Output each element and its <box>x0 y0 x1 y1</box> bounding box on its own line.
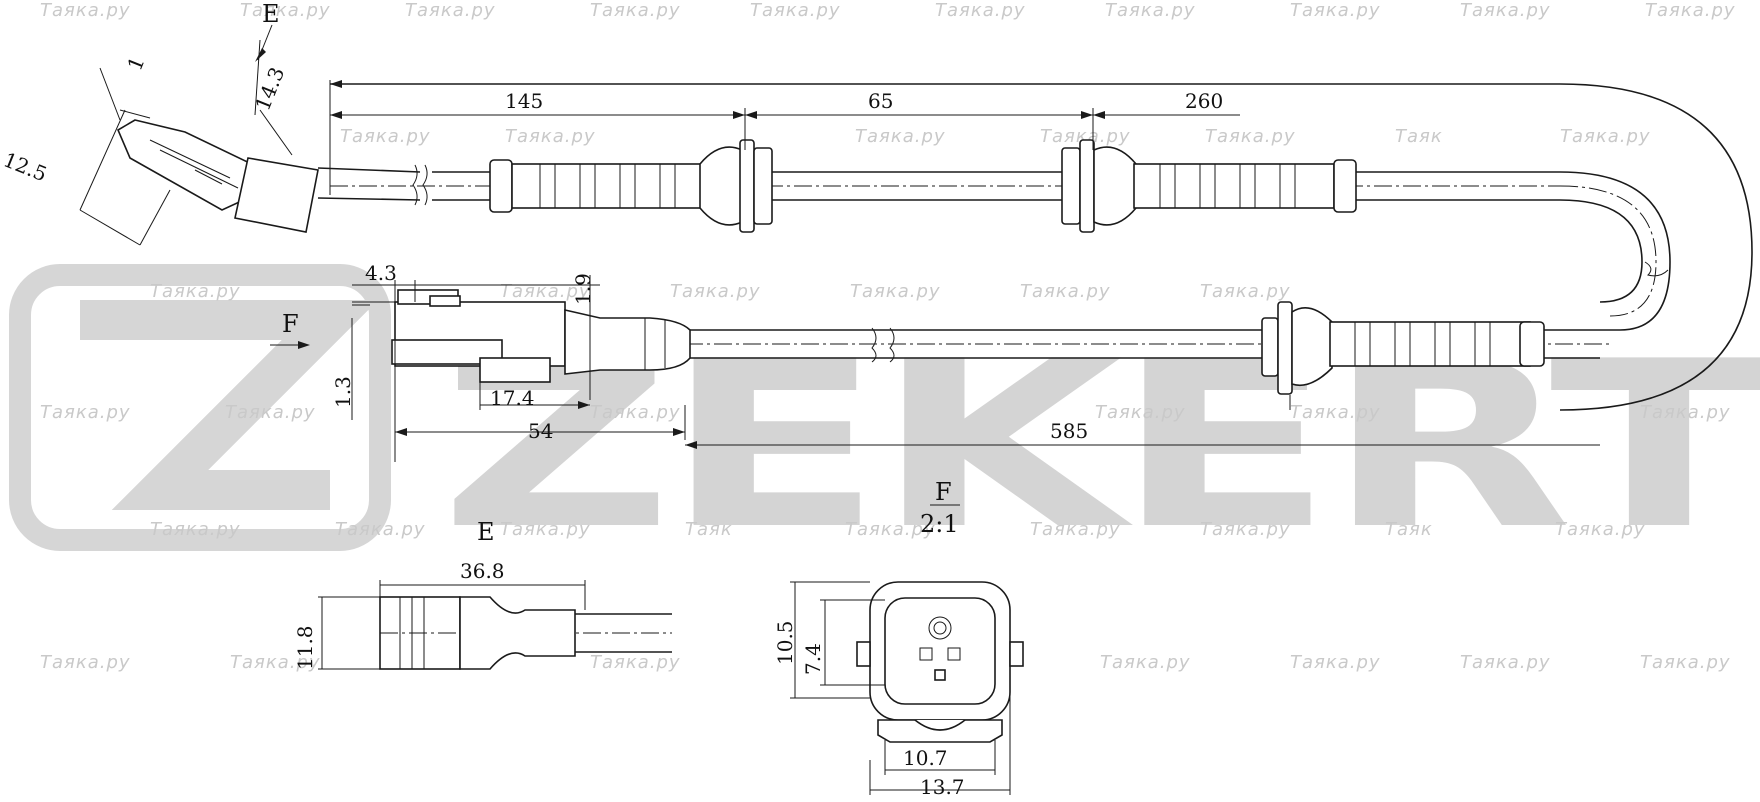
dim-10-7: 10.7 <box>903 746 948 770</box>
watermark-text: Tаяка.ру <box>1555 519 1646 540</box>
watermark-text: Tаяка.ру <box>1640 402 1731 423</box>
top-dimensions <box>329 80 1240 158</box>
watermark-text: Tаяка.ру <box>405 0 496 21</box>
watermark-text: Tаяка.ру <box>750 0 841 21</box>
watermark-text: Tаяк <box>685 519 733 540</box>
sensor-head-cap <box>234 157 319 233</box>
dim-10-5: 10.5 <box>773 620 797 665</box>
watermark-text: Tаяка.ру <box>1290 652 1381 673</box>
brand-logo-z <box>80 300 379 510</box>
watermark-text: Tаяка.ру <box>1640 652 1731 673</box>
watermark-text: Tаяка.ру <box>1290 0 1381 21</box>
watermark-grid: Tаяка.ру Tаяка.ру Tаяка.ру Tаяка.ру Tаяк… <box>40 0 1736 673</box>
watermark-text: Tаяка.ру <box>1460 0 1551 21</box>
detail-e-label: E <box>477 518 495 546</box>
watermark-text: Tаяка.ру <box>40 652 131 673</box>
dim-1-9: 1.9 <box>571 273 595 305</box>
watermark-text: Tаяка.ру <box>935 0 1026 21</box>
brand-logo-frame <box>9 264 391 551</box>
dim-260: 260 <box>1185 89 1223 113</box>
watermark-text: Tаяка.ру <box>670 281 761 302</box>
watermark-text: Tаяка.ру <box>335 519 426 540</box>
dim-4-3: 4.3 <box>365 261 397 285</box>
watermark-text: Tаяка.ру <box>590 0 681 21</box>
watermark-text: Tаяка.ру <box>230 652 321 673</box>
dim-36-8: 36.8 <box>460 559 505 583</box>
dim-145: 145 <box>505 89 543 113</box>
watermark-text: Tаяка.ру <box>1200 519 1291 540</box>
sensor-head <box>79 24 428 246</box>
detail-view-f <box>790 504 1024 795</box>
watermark-text: Tаяка.ру <box>1560 126 1651 147</box>
watermark-text: Tаяка.ру <box>855 126 946 147</box>
watermark-text: Tаяка.ру <box>1200 281 1291 302</box>
watermark-text: Tаяка.ру <box>340 126 431 147</box>
watermark-text: Tаяка.ру <box>150 519 241 540</box>
dim-585: 585 <box>1050 419 1088 443</box>
watermark-text: Tаяка.ру <box>590 652 681 673</box>
watermark-text: Tаяка.ру <box>40 0 131 21</box>
watermark-text: Tаяка.ру <box>1205 126 1296 147</box>
cable-grommet-3 <box>1261 301 1545 395</box>
view-label-f: F <box>282 310 299 338</box>
dim-14-3: 14.3 <box>250 64 289 114</box>
dim-11-8: 11.8 <box>293 625 317 670</box>
watermark-text: Tаяка.ру <box>845 519 936 540</box>
view-label-e: E <box>262 0 280 28</box>
watermark-text: Tаяка.ру <box>505 126 596 147</box>
watermark-text: Tаяка.ру <box>1105 0 1196 21</box>
watermark-text: Tаяка.ру <box>1100 652 1191 673</box>
watermark-text: Tаяка.ру <box>150 281 241 302</box>
dim-1: 1 <box>122 53 149 74</box>
watermark-text: Tаяк <box>1395 126 1443 147</box>
dim-54: 54 <box>528 419 553 443</box>
dim-65: 65 <box>868 89 893 113</box>
cable-grommet-2 <box>1061 139 1357 233</box>
watermark-text: Tаяка.ру <box>1460 652 1551 673</box>
dim-13-7: 13.7 <box>920 775 965 799</box>
watermark-text: Tаяк <box>1385 519 1433 540</box>
detail-view-e <box>318 580 672 670</box>
watermark-text: Tаяка.ру <box>1030 519 1121 540</box>
watermark-text: Tаяка.ру <box>240 0 331 21</box>
watermark-text: Tаяка.ру <box>1645 0 1736 21</box>
dim-17-4: 17.4 <box>490 386 535 410</box>
dim-12-5: 12.5 <box>0 147 50 186</box>
detail-f-scale: 2:1 <box>920 510 959 538</box>
cable-loop <box>330 83 1753 411</box>
watermark-text: Tаяка.ру <box>1290 402 1381 423</box>
detail-f-label: F <box>935 478 952 506</box>
watermark-text: Tаяка.ру <box>225 402 316 423</box>
watermark-text: Tаяка.ру <box>500 519 591 540</box>
watermark-text: Tаяка.ру <box>40 402 131 423</box>
dim-1-3: 1.3 <box>331 376 355 408</box>
connector-dimensions <box>270 275 1600 462</box>
cable-grommet-1 <box>489 139 773 233</box>
watermark-text: Tаяка.ру <box>1040 126 1131 147</box>
watermark-text: Tаяка.ру <box>1020 281 1111 302</box>
watermark-text: Tаяка.ру <box>500 281 591 302</box>
dim-7-4: 7.4 <box>801 643 825 675</box>
watermark-text: Tаяка.ру <box>850 281 941 302</box>
sensor-head-body <box>116 119 262 211</box>
connector-plug <box>391 289 691 383</box>
watermark-text: Tаяка.ру <box>590 402 681 423</box>
watermark-text: Tаяка.ру <box>1095 402 1186 423</box>
